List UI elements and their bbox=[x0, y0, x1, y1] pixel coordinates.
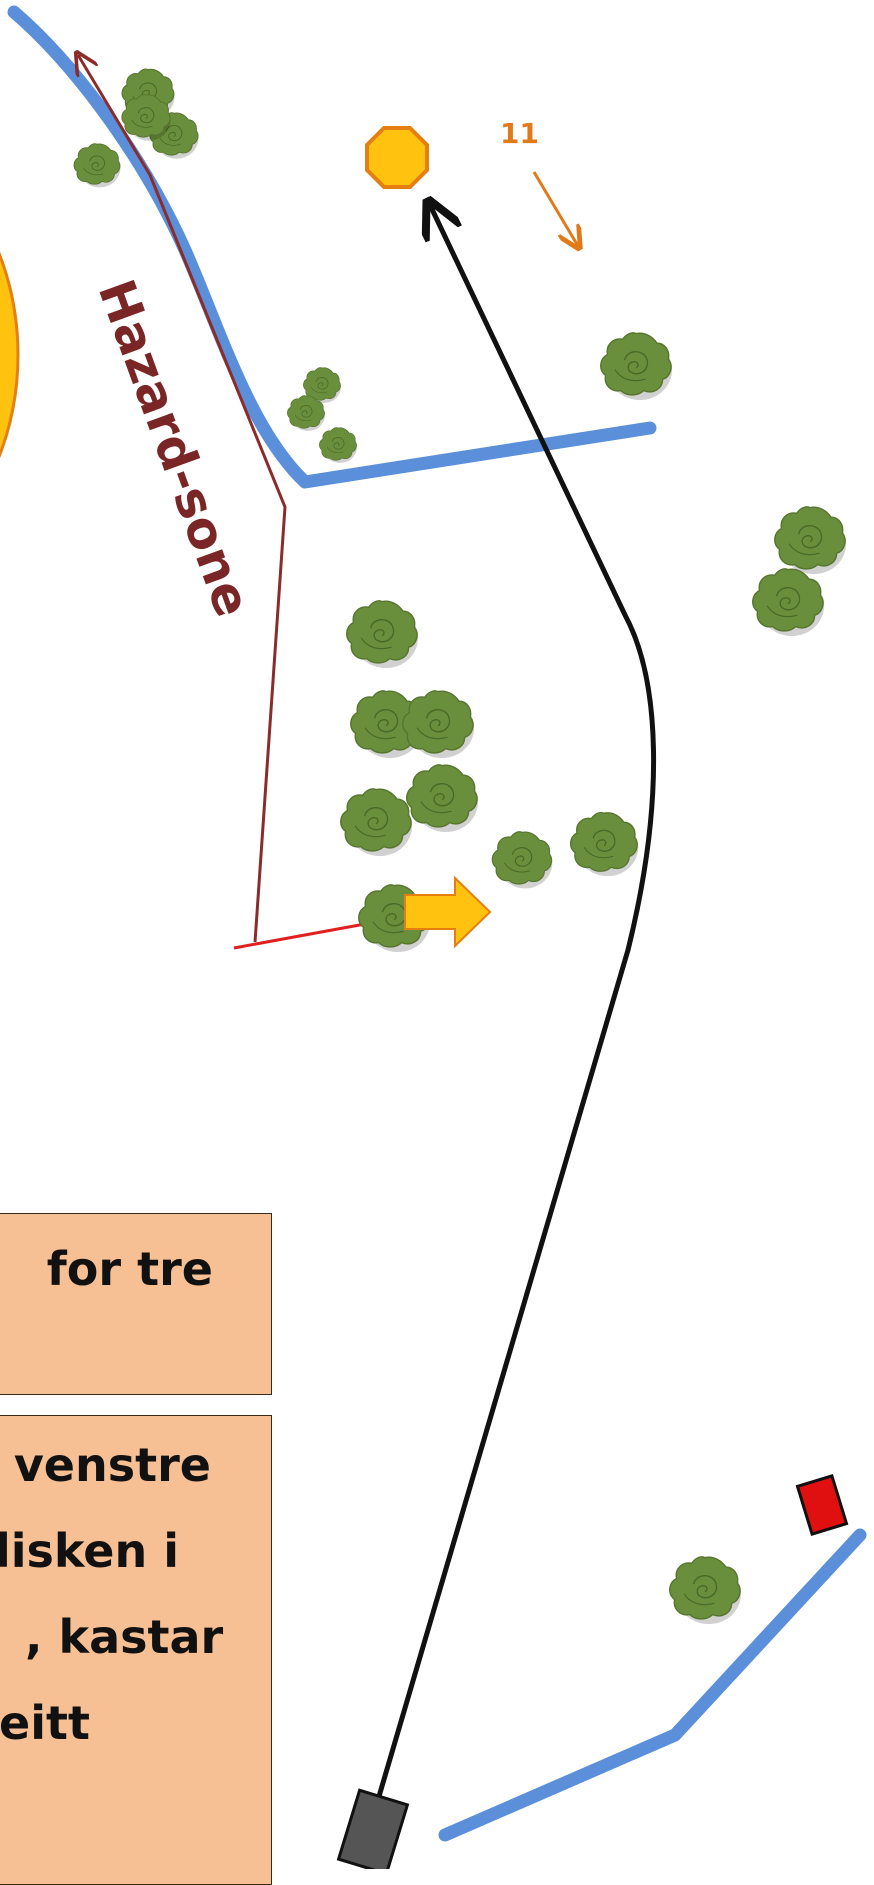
tree-icon bbox=[319, 428, 357, 463]
panel-text-line: , kastar bbox=[25, 1594, 211, 1680]
tree-icon bbox=[753, 569, 824, 636]
panel-text-line: eitt bbox=[0, 1680, 211, 1766]
tree-icon bbox=[74, 144, 121, 188]
tree-icon bbox=[775, 507, 846, 574]
panel-text-line: for tre bbox=[0, 1226, 213, 1312]
hazard-label: Hazard-sone bbox=[87, 272, 262, 624]
info-panel-bottom: venstre lisken i , kastar eitt bbox=[0, 1415, 272, 1885]
fairway-edge-line bbox=[14, 12, 650, 482]
basket-icon bbox=[367, 128, 427, 187]
hole-number: 11 bbox=[500, 117, 539, 150]
tree-icon bbox=[571, 813, 639, 877]
fairway-edge-line bbox=[445, 1535, 860, 1835]
tree-icon bbox=[601, 333, 672, 400]
red-marker-icon bbox=[797, 1476, 846, 1534]
wind-arrow-icon bbox=[534, 172, 578, 246]
tree-icon bbox=[347, 601, 418, 668]
panel-text-line: lisken i bbox=[0, 1508, 211, 1594]
tree-icon bbox=[492, 832, 552, 889]
info-panel-top: for tre bbox=[0, 1213, 272, 1395]
panel-text-line: venstre bbox=[0, 1422, 211, 1508]
out-of-bounds-zone bbox=[0, 135, 18, 575]
tee-pad-icon bbox=[339, 1790, 408, 1869]
ob-line bbox=[234, 924, 365, 948]
tree-icon bbox=[403, 691, 474, 758]
tree-icon bbox=[341, 789, 412, 856]
tree-icon bbox=[670, 1557, 741, 1624]
tree-icon bbox=[407, 765, 478, 832]
